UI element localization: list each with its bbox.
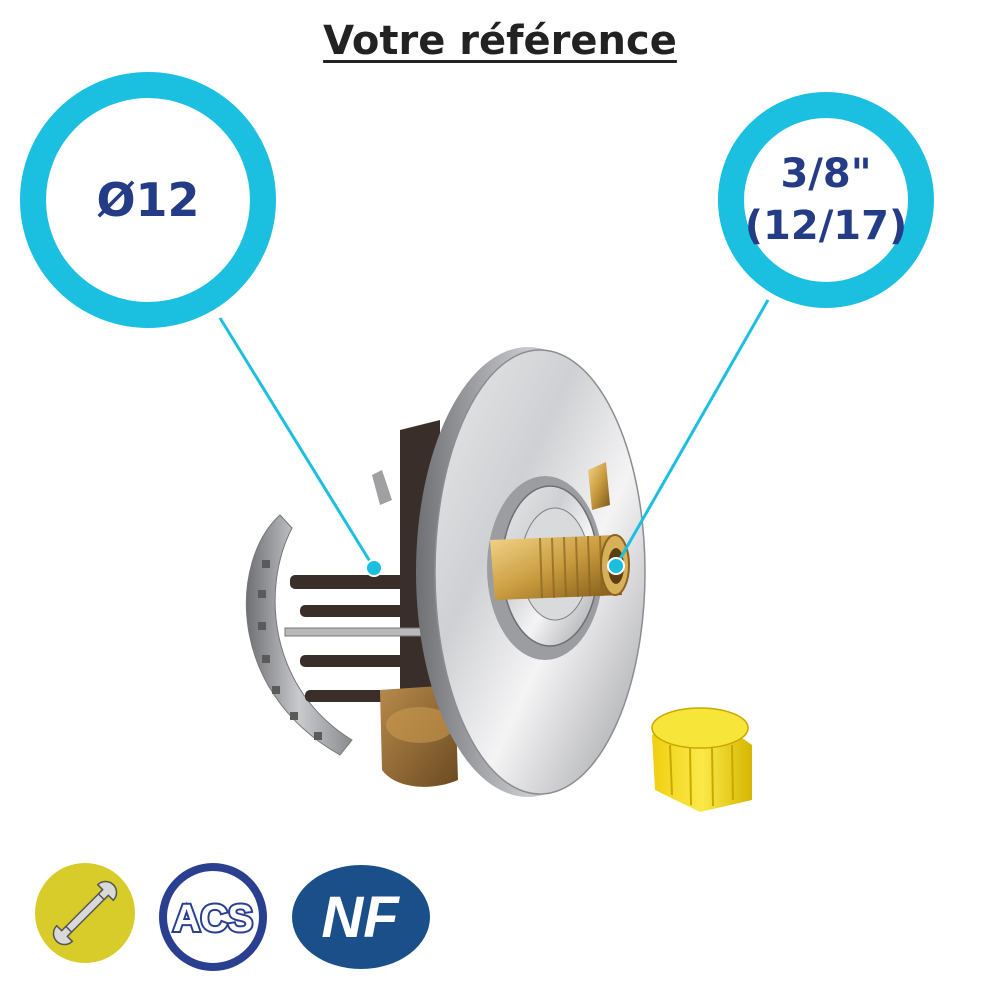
- page-title: Votre référence: [323, 18, 677, 64]
- nf-badge: NF: [292, 865, 430, 969]
- left-leader-line: [218, 317, 376, 569]
- tool-badge: [35, 863, 135, 963]
- wrench-icon: [52, 880, 118, 946]
- mounting-bracket-plate: [245, 514, 353, 756]
- diameter-value: Ø12: [96, 173, 200, 227]
- nf-label: NF: [321, 885, 400, 950]
- thread-size-metric: (12/17): [744, 203, 908, 249]
- thread-size-callout: 3/8" (12/17): [718, 92, 934, 308]
- acs-badge: ACS: [159, 863, 267, 971]
- thread-size-inch: 3/8": [780, 151, 872, 197]
- diameter-callout: Ø12: [20, 72, 276, 328]
- acs-label: ACS: [173, 898, 253, 940]
- right-leader-line: [614, 299, 770, 567]
